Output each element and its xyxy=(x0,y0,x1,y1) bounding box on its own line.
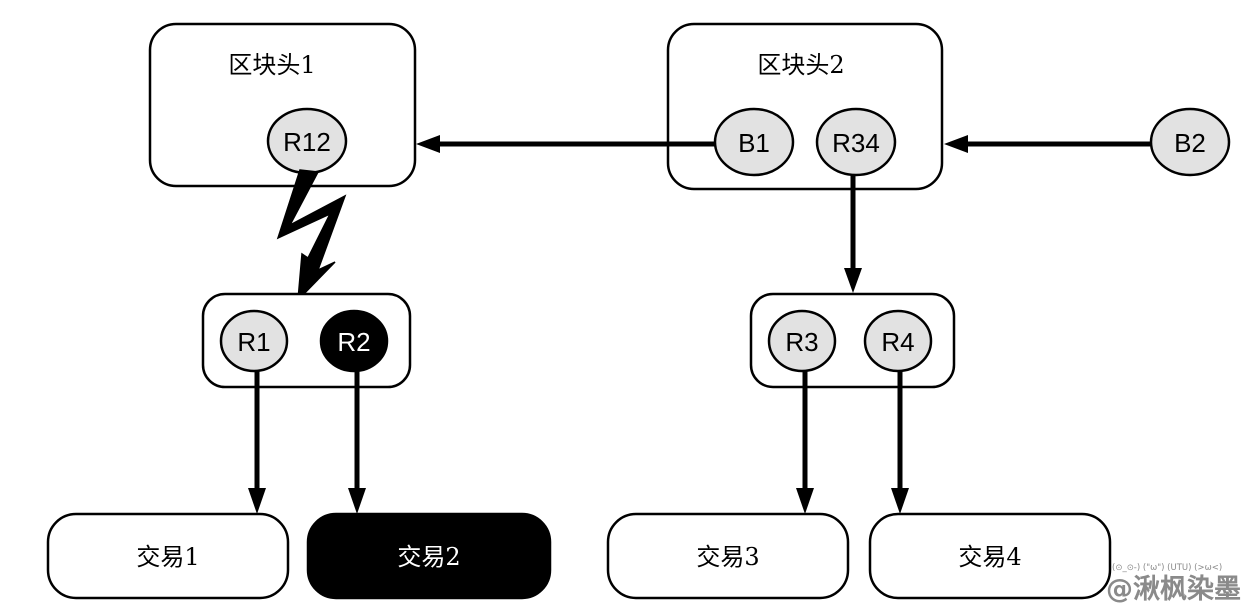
transaction-4-label: 交易4 xyxy=(958,543,1021,571)
merkle-group-left: R1 R2 xyxy=(201,292,412,389)
merkle-node-r4-label: R4 xyxy=(881,327,914,357)
prev-block-hash-b1-label: B1 xyxy=(738,128,770,158)
block-header-2: 区块头2 xyxy=(666,22,944,191)
merkle-root-r12-label: R12 xyxy=(283,127,331,157)
next-block-hash-b2-node: B2 xyxy=(1149,107,1231,177)
merkle-root-r12-node: R12 xyxy=(266,107,348,175)
merkle-node-r1: R1 xyxy=(219,309,289,373)
merkle-node-r3-label: R3 xyxy=(785,327,818,357)
prev-block-hash-b1-node: B1 xyxy=(713,107,795,177)
tx1-link-arrowhead xyxy=(248,488,266,514)
transaction-2-label: 交易2 xyxy=(397,543,460,571)
block-header-1: 区块头1 R12 xyxy=(148,22,417,188)
block-header-1-label: 区块头1 xyxy=(228,51,315,79)
prev-hash-arrowhead-1 xyxy=(416,135,440,153)
merkle-node-r2-spent: R2 xyxy=(319,309,389,373)
merkle-node-r1-label: R1 xyxy=(237,327,270,357)
watermark-emoticons: (⊙_⊙-) ("ω") (UTU) (>ω<) xyxy=(1112,563,1222,573)
merkle-node-r4: R4 xyxy=(863,309,933,373)
block-header-2-label: 区块头2 xyxy=(757,51,844,79)
watermark: (⊙_⊙-) ("ω") (UTU) (>ω<) @湫枫染墨 xyxy=(1106,563,1241,605)
r34-link-arrowhead xyxy=(844,268,862,293)
merkle-root-r34-label: R34 xyxy=(832,128,880,158)
transaction-1-label: 交易1 xyxy=(136,543,199,571)
transaction-2-highlighted: 交易2 xyxy=(306,512,552,600)
merkle-root-r34-node: R34 xyxy=(815,107,897,177)
tx4-link-arrowhead xyxy=(891,488,909,514)
watermark-text: @湫枫染墨 xyxy=(1106,574,1241,605)
next-block-hash-b2-label: B2 xyxy=(1174,128,1206,158)
broken-link-lightning-icon xyxy=(276,169,347,303)
tx3-link-arrowhead xyxy=(796,488,814,514)
transaction-1: 交易1 xyxy=(46,512,290,600)
merkle-group-right: R3 R4 xyxy=(749,292,956,389)
merkle-node-r2-label: R2 xyxy=(337,327,370,357)
transaction-3-label: 交易3 xyxy=(696,543,759,571)
transaction-3: 交易3 xyxy=(606,512,850,600)
tx2-link-arrowhead xyxy=(348,488,366,514)
transaction-4: 交易4 xyxy=(868,512,1112,600)
merkle-node-r3: R3 xyxy=(767,309,837,373)
prev-hash-arrowhead-2 xyxy=(944,135,968,153)
